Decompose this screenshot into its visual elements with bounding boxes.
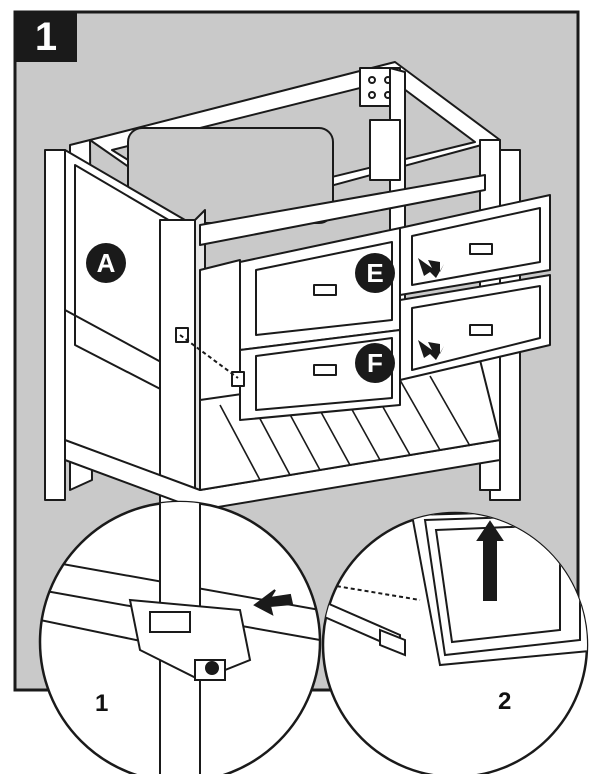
part-label-a: A [86, 243, 126, 283]
front-left-leg [44, 149, 66, 501]
drawer-pull [313, 364, 337, 376]
step-badge [15, 12, 77, 62]
part-label-f: F [355, 343, 395, 383]
drawer-pull [313, 284, 337, 296]
arrow-icon [418, 340, 444, 360]
part-label-e: E [355, 253, 395, 293]
vanity-cabinet [44, 61, 551, 741]
drawer-pull [469, 243, 493, 255]
arrow-icon [418, 258, 444, 278]
rear-rail [369, 119, 401, 181]
arrow-up-icon [476, 520, 504, 601]
drawer-pull [469, 324, 493, 336]
detail-number-left: 1 [95, 690, 109, 717]
step-number: 1 [34, 15, 58, 59]
detail-number-right: 2 [498, 688, 512, 715]
detail-left-art [40, 502, 320, 774]
